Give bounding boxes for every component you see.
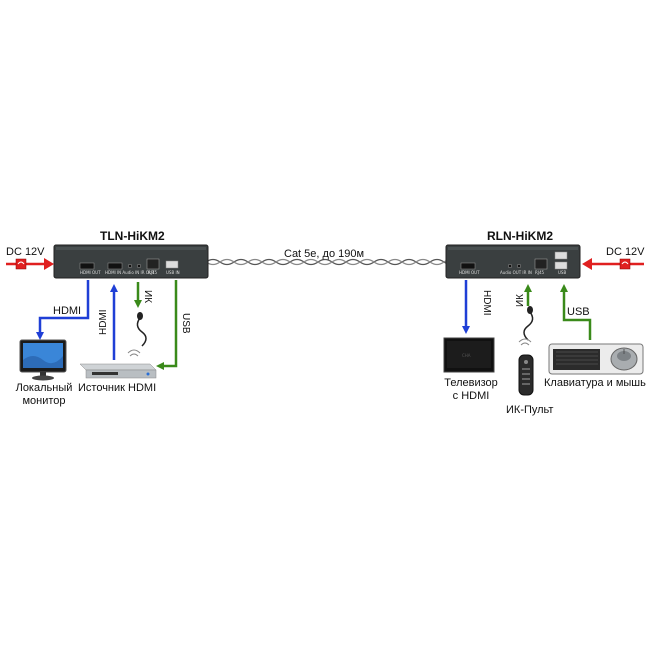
dvd-player-icon — [79, 363, 157, 379]
ir-emitter-icon — [136, 312, 147, 347]
keyboard-mouse-icon — [548, 343, 644, 375]
svg-text:HDMI IN Audio IN IR OUT: HDMI IN Audio IN IR OUT — [105, 270, 155, 275]
ir-receiver-icon — [523, 306, 534, 341]
link-tx-usb — [156, 280, 178, 370]
rx-hdmi-label: HDMI — [481, 290, 492, 316]
ir-remote-label: ИК-Пульт — [506, 404, 554, 416]
monitor-icon — [19, 339, 67, 381]
hdmi-source-label: Источник HDMI — [78, 382, 157, 394]
svg-text:USB: USB — [558, 270, 566, 275]
link-tx-hdmi-out — [36, 280, 90, 340]
svg-text:CHA: CHA — [462, 353, 471, 358]
cable-label: Cat 5e, до 190м — [284, 248, 365, 260]
wireless-signal-icon — [127, 349, 141, 357]
keyboard-mouse-label: Клавиатура и мышь — [544, 377, 646, 389]
tv-icon: CHA — [443, 337, 495, 373]
svg-text:HDMI OUT: HDMI OUT — [80, 270, 101, 275]
svg-text:RJ45: RJ45 — [535, 270, 545, 275]
receiver-unit: HDMI OUT Audio OUT IR IN RJ45 USB — [445, 244, 581, 279]
tx-hdmi-in-label: HDMI — [98, 309, 109, 335]
tx-hdmi-out-label: HDMI — [53, 305, 82, 317]
power-input-right — [582, 258, 644, 270]
power-label-right: DC 12V — [606, 246, 645, 258]
tx-ir-label: ИК — [142, 290, 153, 304]
svg-text:RJ45: RJ45 — [148, 270, 158, 275]
link-rx-usb — [560, 284, 592, 340]
transmitter-title: TLN-HiKM2 — [100, 229, 165, 243]
local-monitor-label: Локальный монитор — [15, 382, 73, 407]
power-input-left — [6, 258, 54, 270]
ir-remote-icon — [518, 338, 534, 396]
svg-text:Audio OUT IR IN: Audio OUT IR IN — [500, 270, 532, 275]
receiver-title: RLN-HiKM2 — [487, 229, 553, 243]
rx-ir-label: ИК — [515, 293, 526, 307]
tv-label: Телевизор с HDMI — [444, 377, 498, 402]
power-label-left: DC 12V — [6, 246, 45, 258]
transmitter-unit: HDMI OUT HDMI IN Audio IN IR OUT RJ45 US… — [53, 244, 209, 279]
svg-text:HDMI OUT: HDMI OUT — [459, 270, 480, 275]
cat5e-cable — [205, 258, 473, 266]
tx-usb-label: USB — [180, 313, 191, 334]
svg-text:USB IN: USB IN — [166, 270, 180, 275]
rx-usb-label: USB — [567, 306, 590, 318]
